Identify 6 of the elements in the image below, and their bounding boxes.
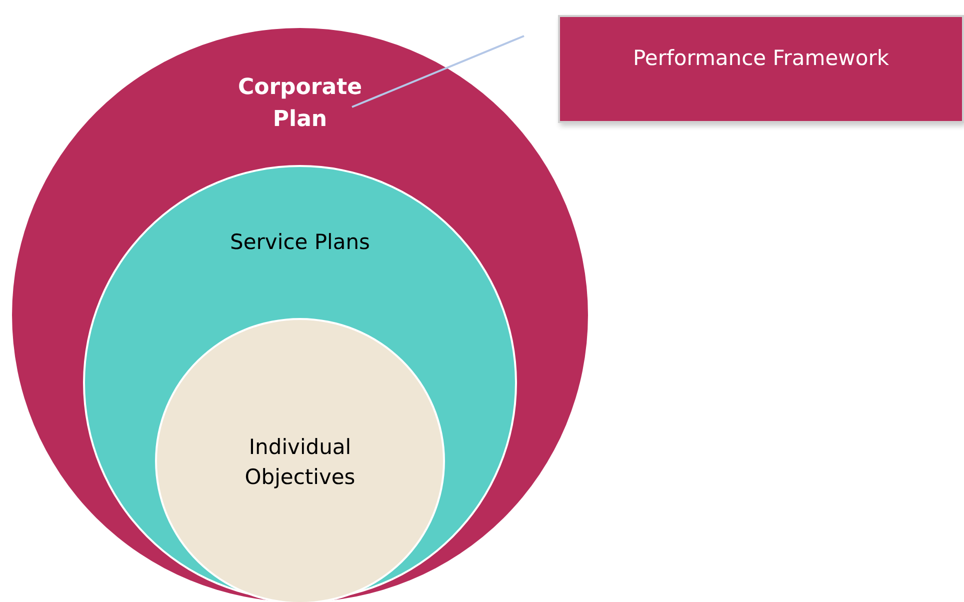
node-label: Service Plans <box>229 229 371 256</box>
node-label: Individual Objectives <box>244 434 356 492</box>
label-box <box>558 15 964 123</box>
leader-line <box>352 35 524 108</box>
node-label: Performance Framework <box>632 45 890 72</box>
node-label: Corporate Plan <box>236 74 364 134</box>
